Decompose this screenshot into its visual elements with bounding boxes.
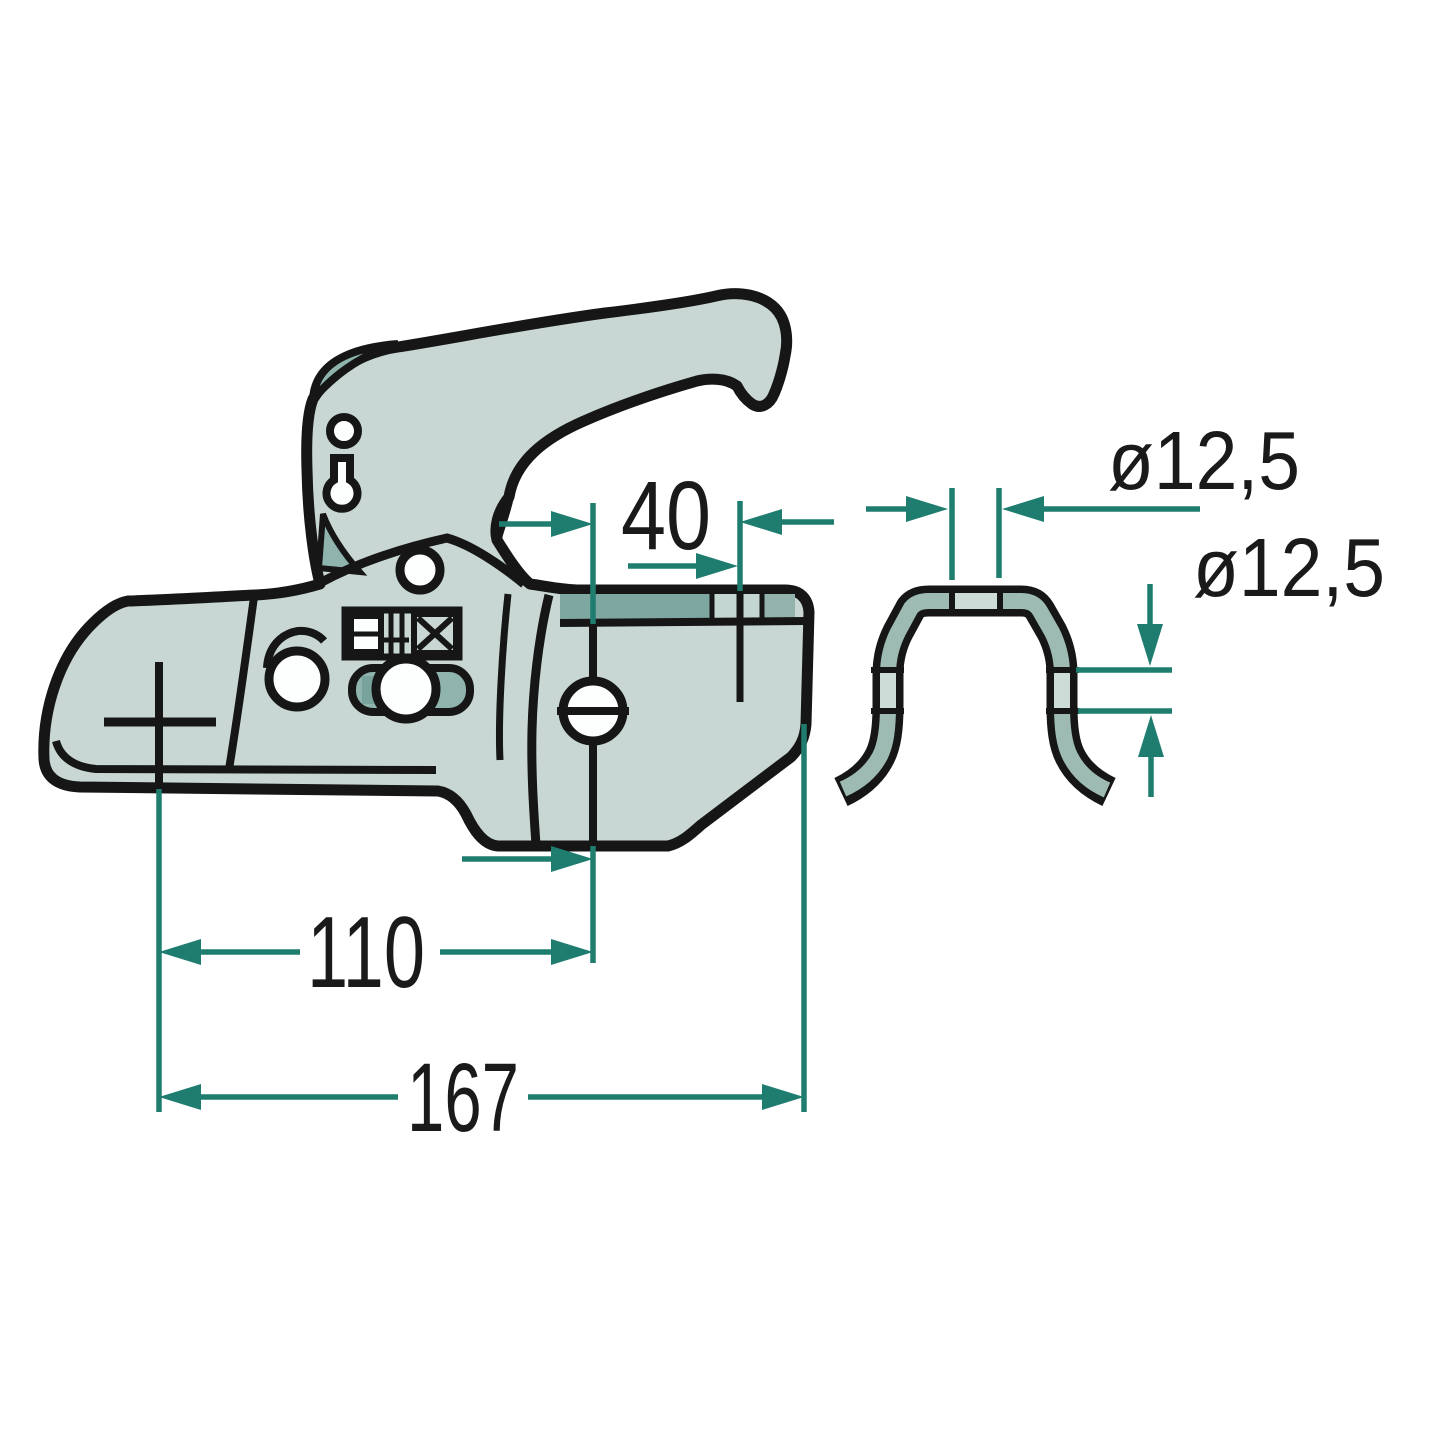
inner-bottom-line (52, 739, 437, 774)
eyebrow-contour (263, 626, 328, 669)
coupler-side-view (38, 288, 815, 852)
dia-top-arrow-right-icon (906, 496, 948, 522)
dim-40: 40 (499, 461, 834, 579)
plate-x-stroke (415, 615, 455, 652)
dim-40-mid-arrow-icon (696, 553, 738, 579)
dim-110-arrow-left-icon (159, 939, 201, 965)
dim-dia-top: ø12,5 (866, 414, 1300, 522)
dim-167-arrow-right-icon (762, 1084, 804, 1110)
extension-lines (156, 488, 1002, 1112)
dim-110-mid-arrow-icon (551, 846, 593, 872)
nose-seam-line (225, 596, 258, 770)
dim-110-arrow-right-icon (551, 939, 593, 965)
dim-167-arrow-left-icon (159, 1084, 201, 1110)
neck-wedge (315, 512, 368, 576)
pivot-hole (326, 413, 362, 449)
flange-hole (395, 545, 445, 595)
release-slot-group (348, 654, 474, 724)
dia-side-down-arrow-icon (1137, 624, 1163, 666)
dim-40-arrow-left-icon (740, 509, 782, 535)
dimension-annotations: 40 110 167 ø12,5 (156, 414, 1385, 1152)
front-cross-mark (104, 662, 216, 786)
cross-bolt (557, 624, 629, 845)
tow-eye-hole (264, 646, 330, 712)
dim-167: 167 (159, 1043, 804, 1152)
dim-110-label: 110 (307, 897, 425, 1009)
dim-167-label: 167 (407, 1043, 519, 1152)
dim-40-arrow-right-icon (551, 511, 593, 537)
socket-seam-line (527, 593, 554, 846)
band-bottom-line (559, 617, 807, 627)
dim-dia-side: ø12,5 (1076, 521, 1385, 797)
socket-seam-line-2 (495, 593, 512, 761)
dia-top-arrow-left-icon (1002, 496, 1044, 522)
pivot-crescent (308, 340, 400, 411)
dim-110: 110 (159, 846, 593, 1009)
jaw-hook-curve (492, 416, 586, 541)
dia-side-label: ø12,5 (1193, 521, 1385, 614)
rear-top-band (559, 591, 807, 627)
plate-cell-x (411, 611, 459, 656)
release-bolt (371, 654, 441, 724)
dia-top-label: ø12,5 (1108, 414, 1300, 507)
keyhole-slot (322, 454, 362, 513)
dim-40-label: 40 (621, 461, 711, 570)
flange-ridge-line (317, 533, 527, 588)
dia-side-up-arrow-icon (1138, 715, 1164, 757)
clamp-hole-ticks (871, 588, 1079, 714)
clamp-shell-view (833, 585, 1117, 807)
